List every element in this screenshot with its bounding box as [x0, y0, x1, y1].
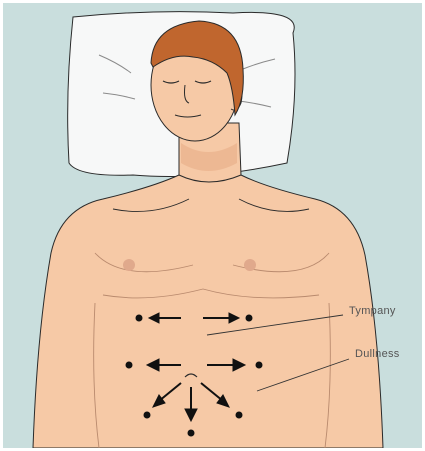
dullness-label: Dullness	[355, 348, 400, 360]
illustration-panel: Tympany Dullness	[3, 3, 422, 448]
right-nipple	[244, 259, 256, 271]
torso	[33, 175, 383, 448]
left-nipple	[123, 259, 135, 271]
tympany-label: Tympany	[349, 305, 396, 317]
abdominal-percussion-illustration	[3, 3, 422, 448]
